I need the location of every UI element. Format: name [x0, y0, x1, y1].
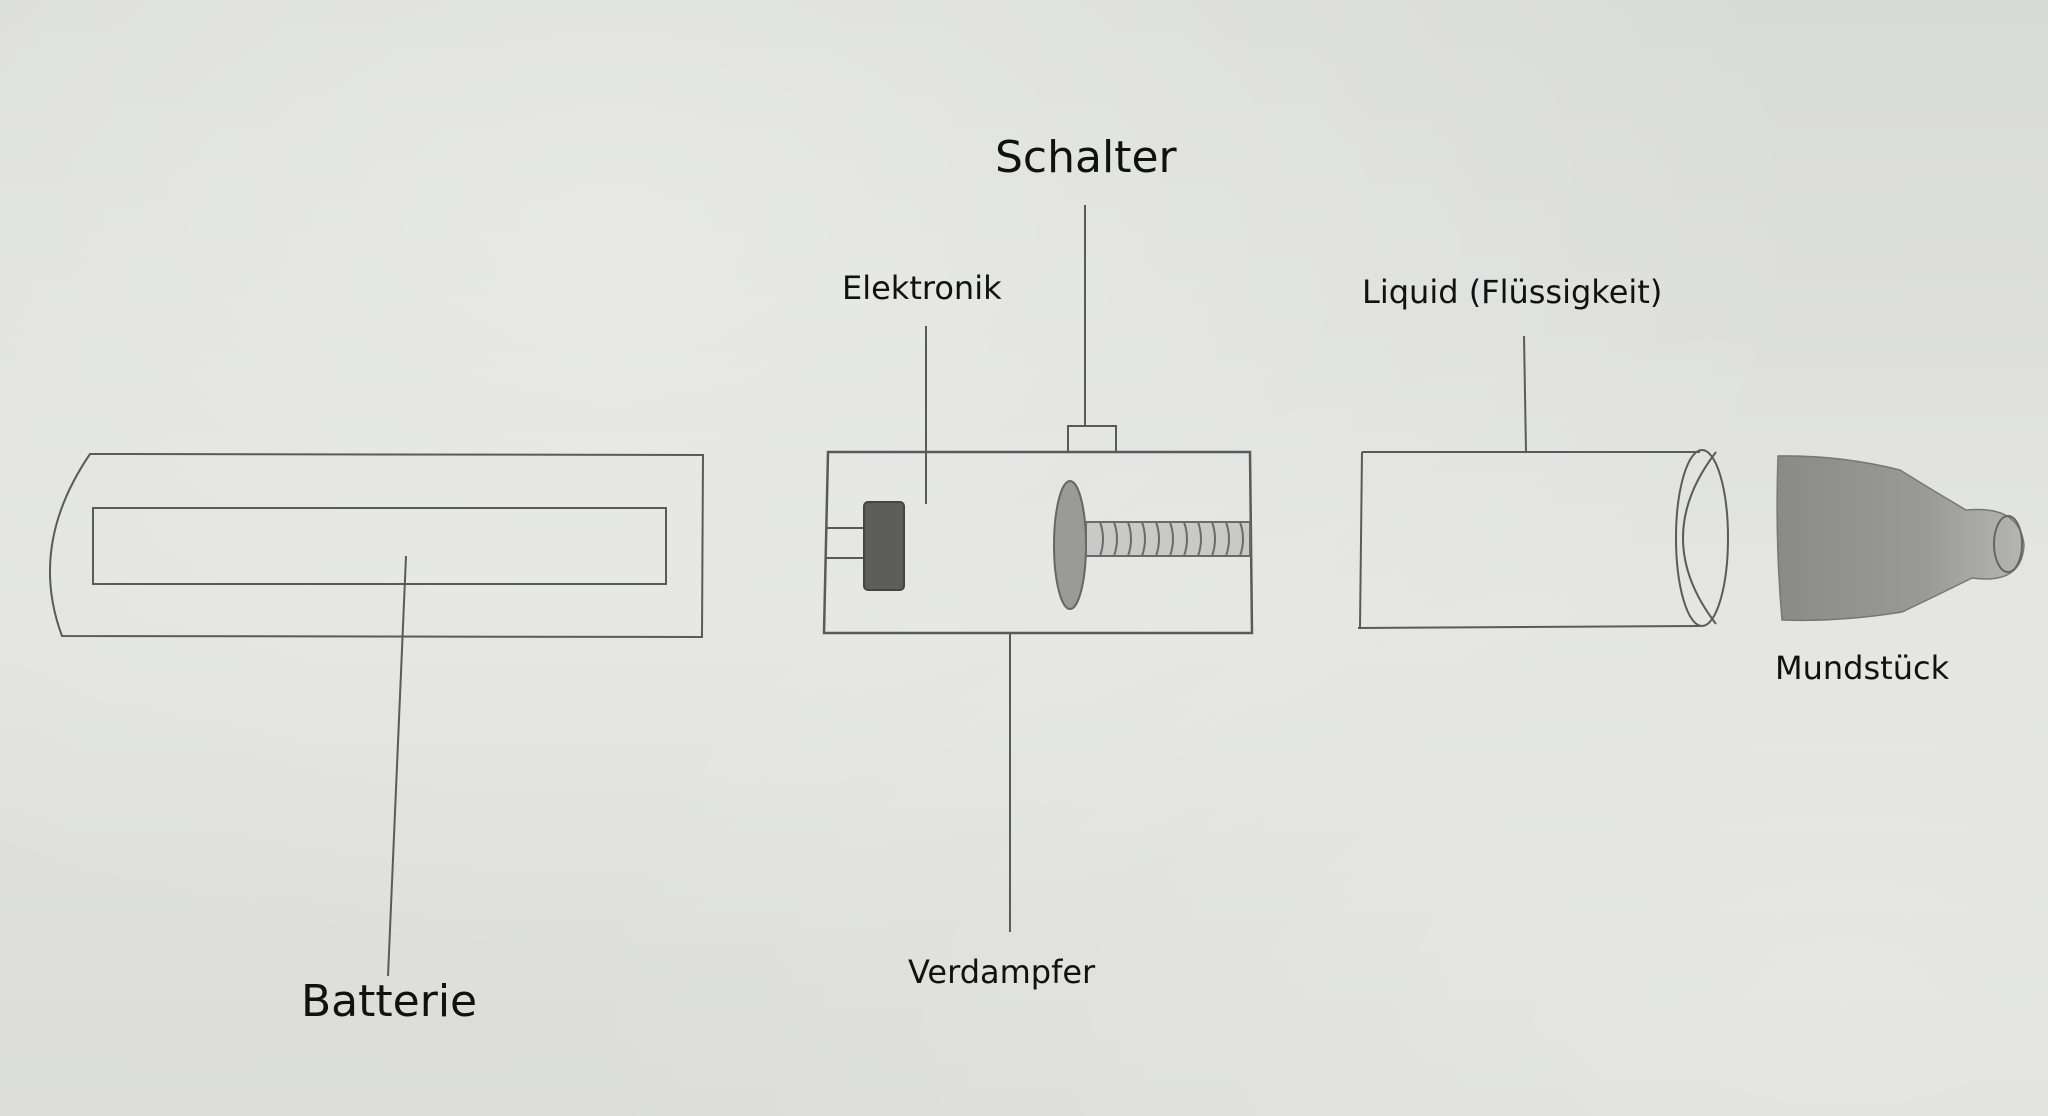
heating-coil-body	[1085, 521, 1251, 557]
battery-cell	[92, 507, 667, 585]
label-elektronik: Elektronik	[842, 269, 1002, 307]
tank-body	[1357, 451, 1701, 629]
electronics-chip	[863, 501, 905, 591]
switch-button	[1067, 425, 1117, 453]
battery-outer-casing	[49, 452, 705, 639]
label-mundstueck: Mundstück	[1775, 649, 1950, 687]
mouthpiece-opening	[1993, 515, 2023, 573]
label-batterie: Batterie	[301, 976, 478, 1027]
liquid-tank	[1357, 335, 1729, 629]
liquid-leader-line	[1523, 335, 1527, 453]
heating-coil-windings	[1099, 521, 1244, 557]
label-liquid: Liquid (Flüssigkeit)	[1362, 273, 1663, 311]
label-verdampfer: Verdampfer	[908, 953, 1096, 991]
mouthpiece-shape	[1776, 455, 2025, 622]
tank-inner-curve	[1682, 451, 1717, 625]
mouthpiece	[1776, 455, 2025, 622]
evaporator-unit	[822, 205, 1254, 932]
label-schalter: Schalter	[995, 132, 1177, 183]
battery-leader-line	[387, 555, 407, 977]
heating-disc	[1053, 480, 1087, 610]
tank-end-opening	[1675, 449, 1729, 627]
battery-part	[49, 452, 705, 977]
